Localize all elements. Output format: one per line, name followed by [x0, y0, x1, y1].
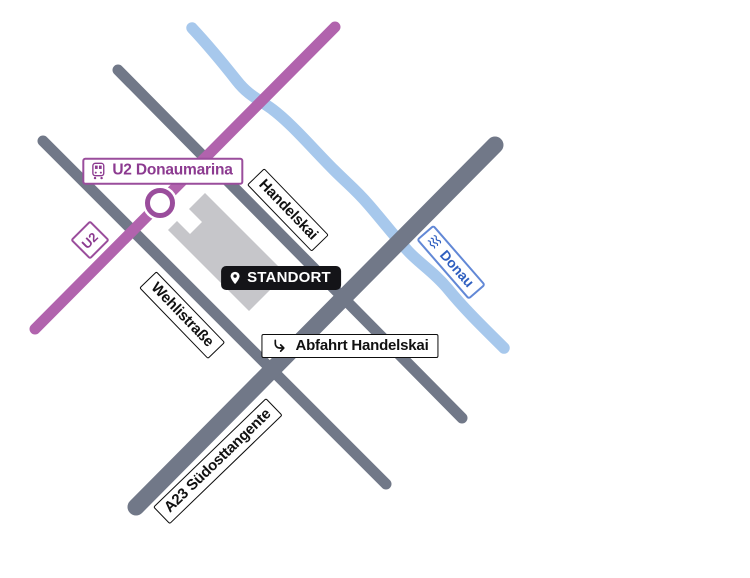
station-label-text: U2 Donaumarina — [112, 161, 233, 179]
u2-line-badge-label: U2 — [78, 228, 102, 252]
location-pin-icon — [230, 271, 240, 285]
building-footprint — [168, 193, 286, 311]
donau-river-line — [186, 22, 510, 354]
exit-arrow-icon — [274, 339, 285, 352]
u2-station-marker — [145, 188, 175, 218]
standort-label-text: STANDORT — [247, 269, 331, 286]
a23-road-line — [127, 136, 504, 516]
waves-icon — [427, 235, 441, 249]
river-label-donau: Donau — [416, 224, 486, 300]
exit-label-text: Abfahrt Handelskai — [295, 337, 429, 354]
standort-label: STANDORT — [221, 266, 341, 290]
wehlistrasse-road-line — [37, 135, 392, 490]
exit-label: Abfahrt Handelskai — [261, 334, 439, 358]
train-icon — [92, 162, 105, 180]
handelskai-road-line — [112, 64, 468, 424]
station-label: U2 Donaumarina — [82, 157, 244, 185]
